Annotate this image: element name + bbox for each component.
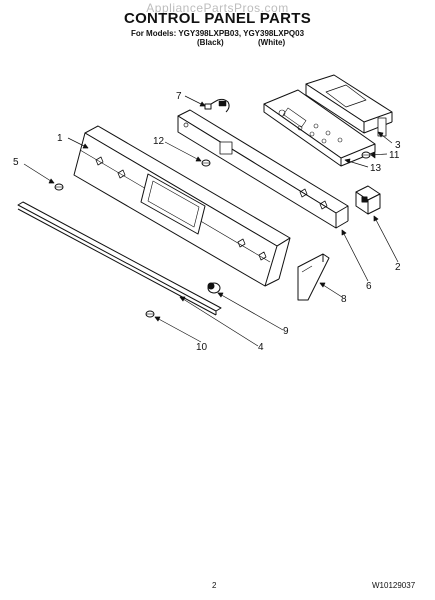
document-number: W10129037 bbox=[372, 581, 416, 590]
screw-11 bbox=[361, 151, 371, 159]
callout-3: 3 bbox=[395, 140, 401, 151]
models-line: For Models: YGY398LXPB03, YGY398LXPQ03 bbox=[130, 29, 305, 38]
watermark: AppliancePartsPros.com bbox=[146, 1, 289, 15]
page-title: CONTROL PANEL PARTS bbox=[123, 10, 312, 27]
callout-12: 12 bbox=[153, 136, 165, 147]
callout-11: 11 bbox=[389, 150, 400, 161]
switch-part bbox=[355, 185, 381, 215]
callout-9: 9 bbox=[283, 326, 289, 337]
color-white-label: (White) bbox=[258, 38, 286, 47]
callout-7: 7 bbox=[176, 91, 182, 102]
screw-5 bbox=[54, 183, 64, 191]
callout-6: 6 bbox=[366, 281, 372, 292]
callout-numbers: 1 2 3 4 5 6 7 8 9 10 11 12 13 bbox=[13, 91, 401, 353]
console-panel-part bbox=[73, 125, 291, 287]
screw-10 bbox=[145, 310, 155, 318]
control-board-part bbox=[263, 89, 376, 167]
callout-5: 5 bbox=[13, 157, 19, 168]
callout-10: 10 bbox=[196, 342, 208, 353]
callout-13: 13 bbox=[370, 163, 382, 174]
touch-overlay-part bbox=[305, 74, 393, 137]
callout-2: 2 bbox=[395, 262, 401, 273]
side-bracket-part bbox=[297, 253, 330, 301]
color-black-label: (Black) bbox=[197, 38, 224, 47]
page-number: 2 bbox=[212, 581, 217, 590]
knob-part bbox=[207, 282, 221, 294]
callout-1: 1 bbox=[57, 133, 63, 144]
screw-12 bbox=[201, 159, 211, 167]
wire-harness-part bbox=[204, 98, 230, 113]
leader-lines bbox=[23, 95, 399, 347]
callout-8: 8 bbox=[341, 294, 347, 305]
trim-strip-part bbox=[17, 201, 222, 316]
callout-4: 4 bbox=[258, 342, 264, 353]
control-bracket-part bbox=[177, 109, 349, 229]
